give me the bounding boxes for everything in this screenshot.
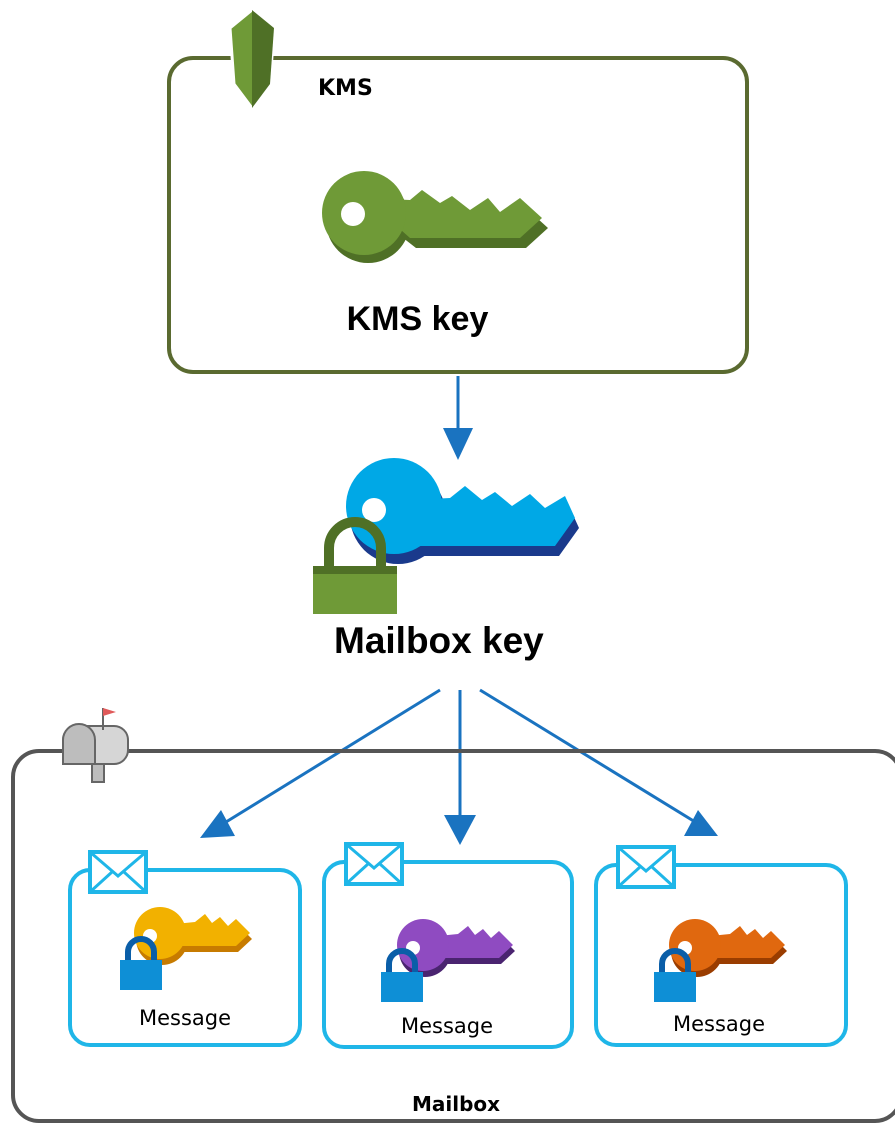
lock-icon [313, 517, 397, 614]
envelope-icon [344, 842, 404, 886]
message-card-3 [594, 845, 848, 1047]
message-label-2: Message [400, 1014, 494, 1038]
mailbox-container [11, 749, 895, 1123]
kms-key-label: KMS key [346, 300, 489, 338]
arrow-to-message-3 [479, 688, 706, 830]
envelope-icon [88, 850, 148, 894]
lock-icon [654, 948, 696, 1002]
kms-container [167, 56, 749, 374]
message-key-icon [669, 919, 787, 977]
message-card-2 [322, 842, 574, 1049]
lock-icon [120, 936, 162, 990]
envelope-icon [616, 845, 676, 889]
mailbox-title: Mailbox [411, 1092, 501, 1116]
lock-icon [381, 948, 423, 1002]
message-key-icon [134, 907, 252, 965]
message-label-1: Message [138, 1006, 232, 1030]
mailbox-key-label: Mailbox key [334, 620, 544, 661]
message-card-1 [68, 850, 302, 1047]
kms-key-icon [322, 171, 548, 263]
arrow-to-message-1 [212, 688, 441, 832]
shield-icon [228, 8, 276, 111]
mailbox-icon [62, 708, 129, 783]
message-label-3: Message [672, 1012, 766, 1036]
kms-title: KMS [318, 76, 373, 101]
mailbox-key-icon [346, 458, 579, 564]
